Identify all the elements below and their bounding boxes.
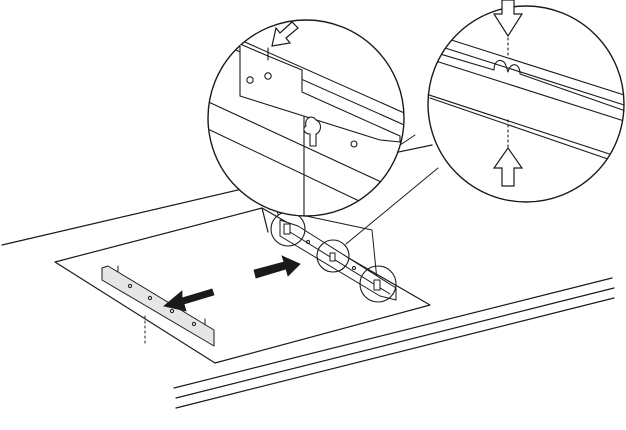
detail-right-bracket-bottom [428,55,624,127]
zoom-markers [270,211,397,303]
leader-line-right-2 [345,167,439,245]
detail-circle-right-outline [427,5,625,203]
detail-left-surface-line-2 [208,33,404,133]
countertop-front-edge-mid [175,287,615,399]
detail-circle-left [207,19,405,217]
detail-circle-right [427,0,625,203]
move-arrows [163,255,301,312]
left-bracket-hole-3 [169,308,175,314]
right-back-panel [277,209,379,291]
detail-right-bracket-top [428,47,624,117]
right-bracket-hole-1 [306,240,310,244]
countertop-front-edge-top [173,277,613,389]
detail-circle-left-outline [207,19,405,217]
right-bracket-slot-2 [329,252,336,262]
detail-right-surface-line-3 [428,91,624,165]
left-bracket-hole-4 [191,321,197,327]
outline-arrow-up-icon [492,146,524,187]
right-bracket-hole-2 [352,266,356,270]
solid-arrow-left-icon [163,288,215,312]
left-bracket-body [101,265,215,347]
outline-arrow-down-icon [492,0,524,38]
left-bracket [101,265,215,347]
cutout [54,207,431,364]
right-bracket-slot-1 [283,223,291,235]
zoom-marker-right [359,265,397,303]
solid-arrow-right-icon [253,255,301,279]
cutout-inner-left [261,207,269,233]
outline-arrow-diagonal-icon [271,21,299,47]
left-bracket-hole-1 [127,283,133,289]
countertop-front-edge-bottom [175,297,615,409]
right-bracket [277,209,397,301]
zoom-marker-middle [316,239,350,273]
detail-left-hole-1 [246,76,254,84]
detail-left-hole-2 [264,72,272,80]
right-bracket-slot-3 [373,279,381,291]
detail-left-keyhole-slot [303,116,322,147]
detail-right-surface-line-2 [428,39,624,111]
countertop [1,144,615,409]
detail-right-surface-line-1 [428,29,624,101]
countertop-back-edge [1,182,269,246]
detail-left-hole-3 [350,140,358,148]
cutout-outline [54,207,431,364]
detail-right-surface-line-4 [429,97,624,171]
left-bracket-hole-2 [147,295,153,301]
detail-left-bracket-plate [239,43,401,143]
